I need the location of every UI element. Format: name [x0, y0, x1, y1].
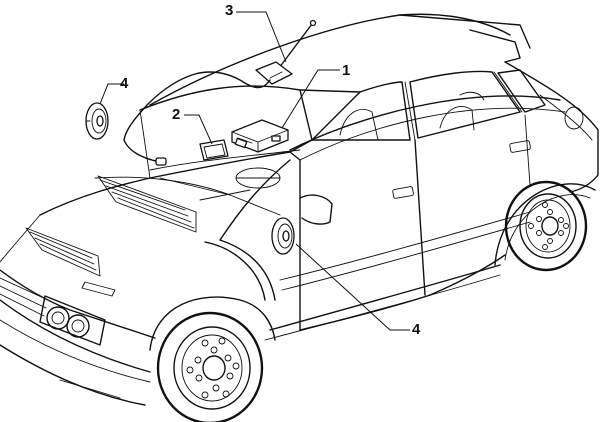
speaker-right — [271, 217, 295, 255]
speaker-icon — [85, 102, 295, 255]
antenna-icon — [255, 19, 317, 85]
callout-2: 2 — [172, 106, 180, 123]
hood-vent-left — [25, 227, 101, 277]
panel-icon — [199, 139, 229, 161]
hood-vent-right — [97, 175, 197, 233]
rear-wheel — [504, 180, 588, 272]
callout-4-left: 4 — [120, 75, 129, 92]
speaker-left — [85, 102, 109, 140]
radio-unit-icon — [231, 119, 289, 153]
leader-lines — [99, 11, 410, 331]
front-wheel — [156, 311, 264, 422]
headlamps — [39, 295, 106, 346]
antenna-cable — [123, 71, 271, 166]
callout-4-right: 4 — [412, 321, 421, 338]
car-body — [0, 13, 599, 406]
callout-3: 3 — [225, 2, 233, 19]
callout-1: 1 — [342, 62, 350, 79]
